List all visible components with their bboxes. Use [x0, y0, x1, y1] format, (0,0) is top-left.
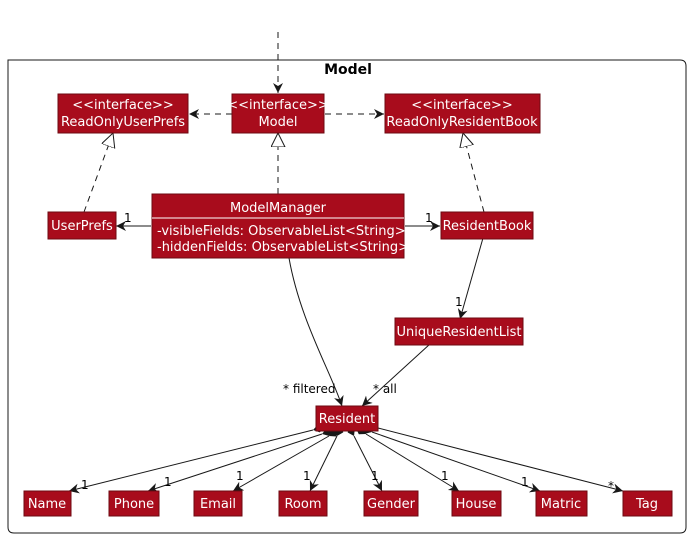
stereotype-label: <<interface>>: [72, 98, 174, 113]
class-tag-attribute[interactable]: Tag: [622, 490, 673, 517]
class-name: Room: [284, 497, 321, 512]
class-unique-resident-list[interactable]: UniqueResidentList: [394, 317, 524, 346]
field-hidden-fields: -hiddenFields: ObservableList<String>: [157, 240, 409, 255]
class-name: Name: [28, 497, 66, 512]
class-name: Phone: [114, 497, 154, 512]
resident-to-matric-edge: [360, 426, 541, 493]
class-user-prefs[interactable]: UserPrefs: [47, 211, 117, 240]
stereotype-label: <<interface>>: [411, 98, 513, 113]
uniquelist-to-resident-all-edge: [361, 343, 431, 407]
class-name: Email: [200, 497, 236, 512]
mult-tag: *: [608, 479, 614, 493]
mult-manager-residentbook: 1: [425, 211, 433, 225]
mult-phone: 1: [164, 475, 172, 489]
model-package: Model: [7, 59, 687, 534]
mult-all: * all: [373, 382, 397, 396]
class-room-attribute[interactable]: Room: [278, 490, 328, 517]
class-name: Matric: [541, 497, 581, 512]
mult-gender: 1: [371, 469, 379, 483]
class-name: ModelManager: [230, 201, 327, 216]
class-matric-attribute[interactable]: Matric: [535, 490, 588, 517]
class-name: House: [456, 497, 497, 512]
mult-name: 1: [81, 478, 89, 492]
resident-to-name-edge: [68, 424, 325, 494]
class-model[interactable]: <<interface>> Model: [227, 93, 329, 134]
class-name: ReadOnlyResidentBook: [386, 115, 538, 130]
book-to-uniquelist-composition-edge: [457, 226, 489, 320]
class-name: Tag: [635, 497, 658, 512]
mult-matric: 1: [521, 475, 529, 489]
package-title: Model: [324, 62, 372, 78]
class-read-only-user-prefs[interactable]: <<interface>> ReadOnlyUserPrefs: [57, 93, 189, 134]
mult-filtered: * filtered: [283, 382, 335, 396]
mult-email: 1: [236, 469, 244, 483]
class-name-attribute[interactable]: Name: [23, 490, 72, 517]
resident-to-room-edge: [309, 425, 344, 492]
multiplicity-labels: 1 1 1 * filtered * all 1 1 1 1 1 1 1 *: [81, 211, 614, 493]
class-email-attribute[interactable]: Email: [193, 490, 243, 517]
class-house-attribute[interactable]: House: [451, 490, 502, 517]
resident-to-tag-edge: [366, 422, 624, 494]
mult-manager-userprefs: 1: [124, 211, 132, 225]
class-read-only-resident-book[interactable]: <<interface>> ReadOnlyResidentBook: [384, 93, 541, 134]
class-phone-attribute[interactable]: Phone: [108, 490, 160, 517]
class-name: ReadOnlyUserPrefs: [61, 115, 185, 130]
mult-room: 1: [303, 469, 311, 483]
class-name: UniqueResidentList: [397, 325, 522, 340]
class-name: ResidentBook: [443, 219, 532, 234]
field-visible-fields: -visibleFields: ObservableList<String>: [157, 224, 406, 239]
edges: [68, 32, 624, 494]
resident-to-phone-edge: [147, 428, 334, 493]
class-resident[interactable]: Resident: [315, 405, 379, 432]
manager-to-resident-filtered-edge: [288, 257, 344, 407]
class-resident-book[interactable]: ResidentBook: [440, 211, 534, 240]
class-model-manager[interactable]: ModelManager -visibleFields: ObservableL…: [151, 193, 409, 259]
mult-book-uniquelist: 1: [455, 295, 463, 309]
class-name: UserPrefs: [51, 219, 113, 234]
stereotype-label: <<interface>>: [227, 98, 329, 113]
mult-house: 1: [441, 469, 449, 483]
class-name: Resident: [319, 412, 375, 427]
class-name: Gender: [367, 497, 416, 512]
userprefs-realization-edge: [83, 133, 113, 213]
class-name: Model: [258, 115, 297, 130]
residentbook-realization-edge: [463, 133, 485, 213]
class-gender-attribute[interactable]: Gender: [363, 490, 419, 517]
